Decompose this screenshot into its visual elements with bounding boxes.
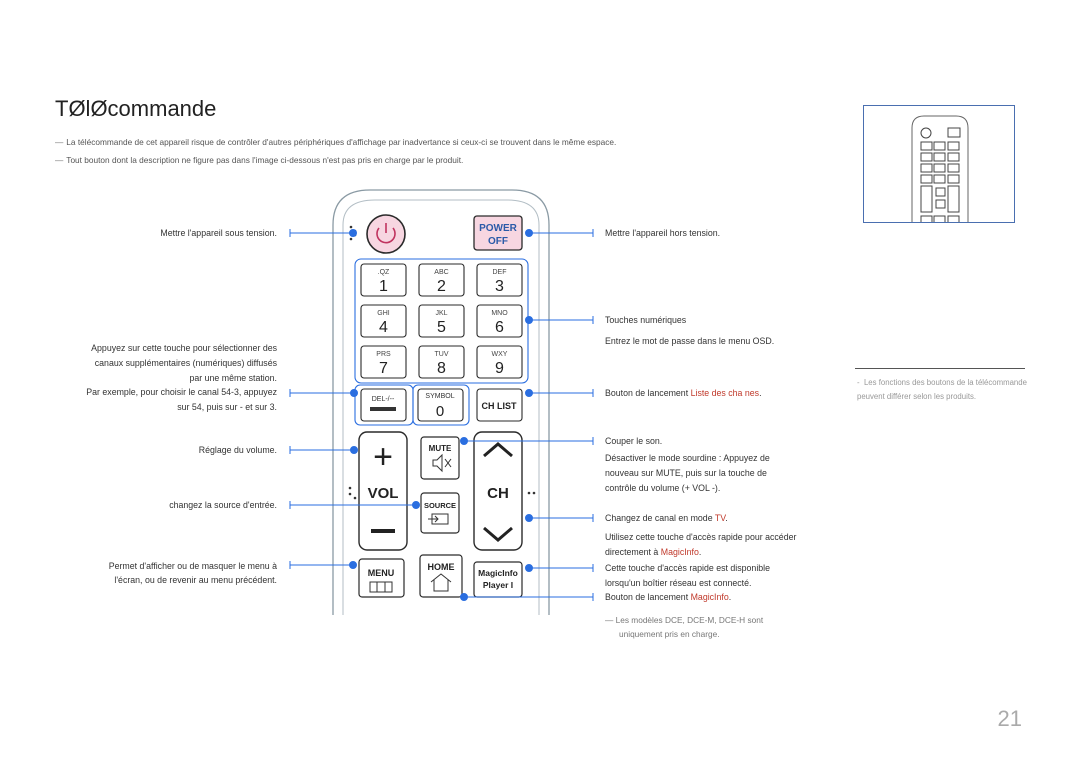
label-magic-2: lorsqu'un boîtier réseau est connecté.	[605, 578, 752, 588]
menu-label: MENU	[368, 568, 395, 578]
numeric-key-letters: PRS	[376, 351, 391, 358]
numeric-key-digit: 7	[379, 360, 388, 377]
label-menu-1: Permet d'afficher ou de masquer le menu …	[108, 561, 277, 571]
home-icon	[430, 573, 452, 592]
label-power-on: Mettre l'appareil sous tension.	[160, 228, 277, 238]
side-divider	[855, 368, 1025, 369]
numeric-key-letters: GHI	[377, 310, 390, 317]
numeric-key-9[interactable]	[476, 345, 523, 379]
numeric-key-7[interactable]	[360, 345, 407, 379]
numeric-key-digit: 1	[379, 278, 388, 295]
numeric-key-letters: TUV	[435, 351, 449, 358]
label-volume: Réglage du volume.	[198, 445, 277, 455]
home-label: HOME	[428, 562, 455, 572]
ch-list-button[interactable]	[476, 388, 523, 422]
label-home-2: directement à MagicInfo.	[605, 547, 702, 557]
volume-label: VOL	[368, 485, 399, 502]
note-2: ―Tout bouton dont la description ne figu…	[55, 155, 464, 165]
numeric-key-digit: 3	[495, 278, 504, 295]
side-note: - Les fonctions des boutons de la téléco…	[857, 378, 1027, 401]
label-power-off: Mettre l'appareil hors tension.	[605, 228, 721, 238]
channel-label: CH	[487, 485, 509, 502]
label-mute: Couper le son.	[605, 436, 663, 446]
home-button[interactable]	[419, 554, 463, 598]
note-dash: ―	[605, 615, 614, 625]
numeric-key-digit: 6	[495, 319, 504, 336]
del-label: DEL-/--	[372, 396, 395, 403]
power-off-top-label: POWER	[479, 223, 518, 234]
magicinfo-label-line1: MagicInfo	[478, 568, 518, 578]
power-off-bottom-label: OFF	[488, 236, 508, 247]
channel-rocker[interactable]	[473, 431, 523, 551]
numeric-key-digit: 8	[437, 360, 446, 377]
page-title: TØlØcommande	[55, 96, 217, 121]
page-number: 21	[997, 706, 1022, 731]
numeric-key-digit: 2	[437, 278, 446, 295]
label-del-3: par une même station.	[189, 373, 277, 383]
mute-label: MUTE	[429, 444, 452, 453]
label-del-4: Par exemple, pour choisir le canal 54-3,…	[86, 387, 277, 397]
callout-lines	[289, 229, 594, 601]
label-del-2: canaux supplémentaires (numériques) diff…	[94, 358, 277, 368]
zero-label: 0	[436, 403, 444, 420]
numeric-key-letters: ABC	[434, 269, 448, 276]
power-on-button[interactable]	[366, 214, 406, 254]
label-del-1: Appuyez sur cette touche pour sélectionn…	[91, 343, 277, 353]
numeric-key-6[interactable]	[476, 304, 523, 338]
label-mute-sub-1: Désactiver le mode sourdine : Appuyez de	[605, 453, 770, 463]
source-button[interactable]	[420, 492, 460, 534]
label-del-5: sur 54, puis sur - et sur 3.	[177, 402, 277, 412]
label-numeric: Touches numériques	[605, 315, 687, 325]
numeric-key-3[interactable]	[476, 263, 523, 297]
numeric-key-2[interactable]	[418, 263, 465, 297]
menu-icon	[369, 581, 393, 593]
mute-button[interactable]	[420, 436, 460, 480]
ch-list-label: CH LIST	[482, 401, 518, 411]
note-dash: ―	[55, 137, 64, 147]
remote-thumbnail	[863, 105, 1015, 223]
note-dash: ―	[55, 155, 64, 165]
symbol-button[interactable]	[417, 388, 464, 422]
numeric-key-digit: 5	[437, 319, 446, 336]
mute-icon	[432, 453, 443, 473]
numeric-key-5[interactable]	[418, 304, 465, 338]
numeric-key-letters: DEF	[493, 269, 507, 276]
label-numeric-sub: Entrez le mot de passe dans le menu OSD.	[605, 336, 775, 346]
label-magic-1: Cette touche d'accès rapide est disponib…	[605, 563, 771, 573]
label-menu-2: l'écran, ou de revenir au menu précédent…	[114, 575, 277, 585]
label-channel: Changez de canal en mode TV.	[605, 513, 728, 523]
numeric-key-digit: 9	[495, 360, 504, 377]
volume-up-label: +	[373, 438, 393, 476]
note-1: ―La télécommande de cet appareil risque …	[55, 137, 617, 147]
label-chlist: Bouton de lancement Liste des cha nes.	[605, 388, 762, 398]
channel-down-icon	[483, 526, 513, 542]
label-source: changez la source d'entrée.	[169, 500, 277, 510]
del-button[interactable]	[360, 388, 407, 422]
numeric-key-4[interactable]	[360, 304, 407, 338]
label-home-1: Utilisez cette touche d'accès rapide pou…	[605, 532, 797, 542]
numeric-key-letters: .QZ	[378, 269, 390, 276]
magicinfo-label-line2: Player I	[483, 580, 513, 590]
power-icon	[376, 227, 396, 244]
source-label: SOURCE	[424, 501, 456, 510]
label-magic-3: Bouton de lancement MagicInfo.	[605, 592, 732, 602]
numeric-key-letters: MNO	[491, 310, 508, 317]
magicinfo-model-note: ― Les modèles DCE, DCE-M, DCE-H sont uni…	[605, 615, 764, 639]
label-mute-sub-3: contrôle du volume (+ VOL -).	[605, 483, 721, 493]
numeric-key-letters: WXY	[492, 351, 508, 358]
label-mute-sub-2: nouveau sur MUTE, puis sur la touche de	[605, 468, 767, 478]
power-off-button[interactable]	[473, 215, 523, 251]
channel-up-icon	[483, 442, 513, 458]
menu-button[interactable]	[358, 558, 405, 598]
numeric-key-letters: JKL	[435, 310, 447, 317]
symbol-label: SYMBOL	[425, 393, 454, 400]
numeric-key-1[interactable]	[360, 263, 407, 297]
numeric-key-8[interactable]	[418, 345, 465, 379]
numeric-key-digit: 4	[379, 319, 388, 336]
volume-rocker[interactable]	[358, 431, 408, 551]
